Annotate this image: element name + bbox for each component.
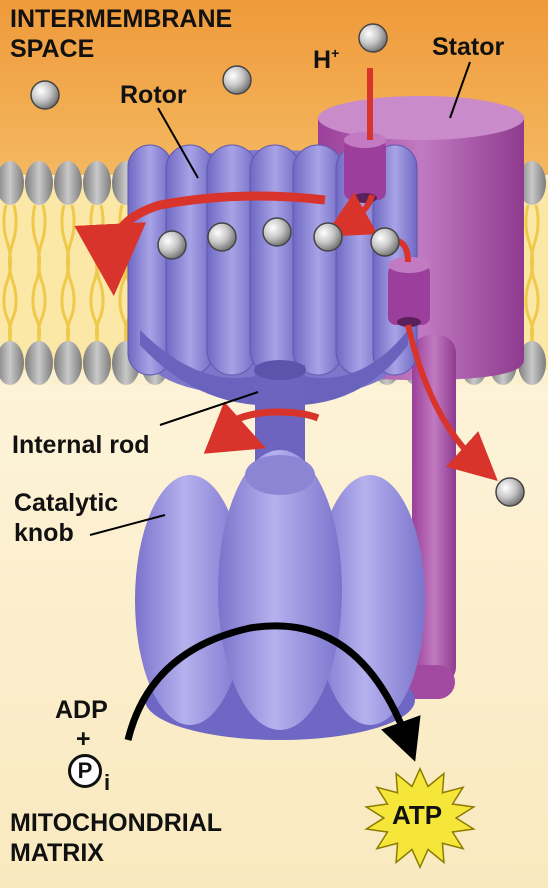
phospholipid-head	[83, 161, 111, 205]
phospholipid-head	[25, 161, 53, 205]
proton-ion	[207, 222, 237, 252]
proton-ion	[30, 80, 60, 110]
proton-label-symbol: H	[313, 46, 332, 74]
atp-label: ATP	[392, 800, 443, 830]
rod-rotation-arrow	[203, 401, 320, 454]
phosphate-label: P i	[68, 754, 138, 795]
lipid-tail	[65, 204, 76, 286]
proton-ion	[495, 477, 525, 507]
phosphate-circle-icon: P	[68, 754, 102, 788]
proton-ion	[370, 227, 400, 257]
mitochondrial-matrix-label: MITOCHONDRIAL MATRIX	[10, 809, 223, 867]
proton-channel-lower	[388, 257, 430, 327]
proton-ion	[222, 65, 252, 95]
proton-label: H+	[313, 38, 339, 75]
internal-rod-label: Internal rod	[12, 431, 150, 459]
knob-leader-line	[89, 514, 166, 536]
catalytic-knob-label: Catalytic knob	[14, 489, 119, 547]
phospholipid-head	[54, 161, 82, 205]
lipid-tail	[36, 204, 47, 286]
atp-synthesis-arrow	[124, 622, 421, 762]
phosphate-subscript: i	[104, 770, 111, 795]
phospholipid-head	[54, 341, 82, 385]
proton-ion	[262, 217, 292, 247]
adp-label: ADP	[55, 696, 108, 724]
lipid-tail	[529, 204, 540, 286]
proton-drop-arrow	[324, 192, 378, 237]
proton-channel-upper	[344, 132, 386, 203]
phospholipid-head	[518, 341, 546, 385]
stator-leader-line	[449, 61, 471, 119]
intermembrane-space-label: INTERMEMBRANE SPACE	[10, 5, 233, 63]
phospholipid-head	[0, 161, 24, 205]
phospholipid-head	[518, 161, 546, 205]
proton-label-charge: +	[331, 45, 340, 61]
rotor-base	[140, 330, 408, 406]
phospholipid-head	[0, 341, 24, 385]
atp-burst	[364, 766, 476, 870]
phospholipid-head	[25, 341, 53, 385]
stator-top	[318, 96, 524, 140]
lipid-tail	[7, 204, 18, 286]
stator-label: Stator	[432, 33, 505, 61]
proton-exit-arrow	[405, 324, 498, 482]
plus-label: +	[76, 725, 91, 753]
rotor-rotation-arrow	[74, 191, 326, 296]
rod-leader-line	[159, 391, 259, 426]
rotor-label: Rotor	[120, 81, 187, 109]
rotor-leader-line	[157, 107, 199, 179]
proton-ion	[313, 222, 343, 252]
proton-ion	[157, 230, 187, 260]
protons	[30, 23, 525, 507]
phospholipid-head	[83, 341, 111, 385]
catalytic-knob	[135, 450, 425, 740]
proton-ion	[358, 23, 388, 53]
